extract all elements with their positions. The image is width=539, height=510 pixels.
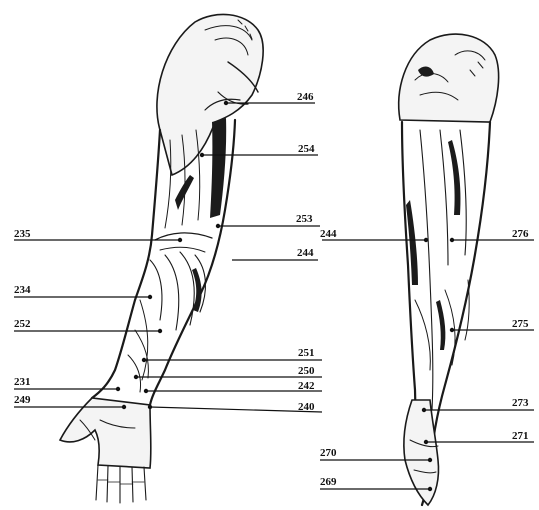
label-246: 246 bbox=[297, 91, 314, 103]
label-249: 249 bbox=[14, 394, 31, 406]
right-arm-drawing bbox=[399, 34, 499, 505]
left-arm-vessel bbox=[210, 118, 226, 218]
left-upper-arm-outline bbox=[92, 130, 160, 398]
label-270: 270 bbox=[320, 447, 337, 459]
label-244-left: 244 bbox=[297, 247, 314, 259]
left-hand bbox=[60, 398, 151, 468]
label-242: 242 bbox=[298, 380, 315, 392]
label-273: 273 bbox=[512, 397, 529, 409]
right-shoulder bbox=[399, 34, 499, 122]
label-240: 240 bbox=[298, 401, 315, 413]
label-250: 250 bbox=[298, 365, 315, 377]
label-252: 252 bbox=[14, 318, 31, 330]
label-269: 269 bbox=[320, 476, 337, 488]
label-244-right: 244 bbox=[320, 228, 337, 240]
label-235: 235 bbox=[14, 228, 31, 240]
label-275: 275 bbox=[512, 318, 529, 330]
label-253: 253 bbox=[296, 213, 313, 225]
label-234: 234 bbox=[14, 284, 31, 296]
label-271: 271 bbox=[512, 430, 529, 442]
label-254: 254 bbox=[298, 143, 315, 155]
label-251: 251 bbox=[298, 347, 315, 359]
label-276: 276 bbox=[512, 228, 529, 240]
left-shoulder bbox=[157, 14, 263, 175]
label-231: 231 bbox=[14, 376, 31, 388]
left-arm-drawing bbox=[60, 14, 263, 503]
